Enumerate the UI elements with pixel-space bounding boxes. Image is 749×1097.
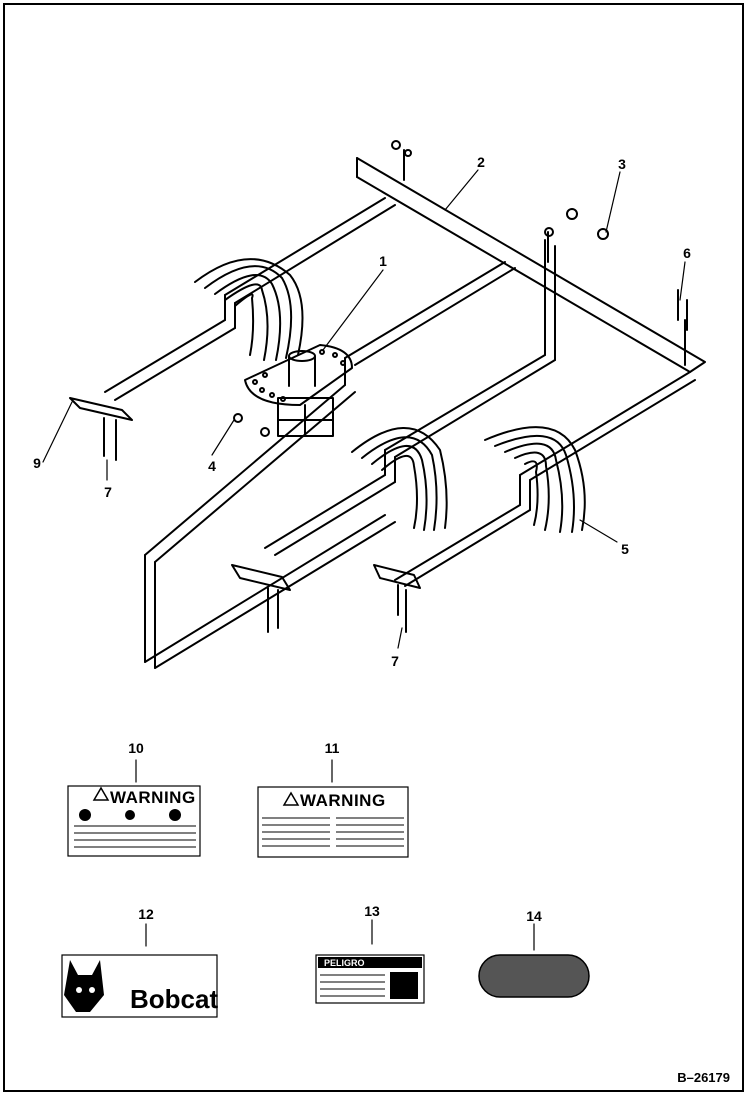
decal-13 — [315, 954, 425, 1004]
tine-bundle-right-part-5 — [484, 426, 586, 533]
left-rail-frame — [104, 197, 516, 401]
callout-13: 13 — [364, 903, 380, 919]
document-id: B–26179 — [677, 1070, 730, 1085]
swivel-mount-part-1 — [244, 344, 353, 437]
callout-12: 12 — [138, 906, 154, 922]
callout-2: 2 — [477, 154, 485, 170]
callout-3: 3 — [618, 156, 626, 172]
callout-4: 4 — [208, 458, 216, 474]
callout-7-right: 7 — [391, 653, 399, 669]
callout-numbers: 1 2 3 4 5 6 7 7 9 10 11 12 13 14 — [33, 154, 691, 924]
callout-11: 11 — [325, 740, 340, 756]
warning-label-10: WARNING — [110, 788, 196, 807]
decal-10 — [67, 785, 201, 857]
warning-label-11: WARNING — [300, 791, 386, 810]
clamp-plate-part-9 — [69, 397, 421, 591]
warning-triangle-icon — [282, 791, 300, 806]
callout-5: 5 — [621, 541, 629, 557]
peligro-label-13: PELIGRO — [324, 958, 365, 968]
bobcat-logo — [64, 960, 104, 1012]
crossbar-part-2 — [356, 157, 706, 373]
washer-icon — [233, 140, 609, 437]
decal-12 — [61, 954, 218, 1018]
callout-14: 14 — [526, 908, 542, 924]
leader-lines — [42, 169, 686, 951]
tine-bundle-center — [351, 427, 448, 531]
callout-6: 6 — [683, 245, 691, 261]
decal-11 — [257, 786, 409, 858]
callout-9: 9 — [33, 455, 41, 471]
callout-7-left: 7 — [104, 484, 112, 500]
callout-10: 10 — [128, 740, 144, 756]
page-border — [3, 3, 744, 1092]
tine-bundle-left — [194, 258, 304, 361]
warning-triangle-icon — [92, 786, 110, 801]
reflector-part-14 — [478, 954, 590, 998]
brand-label-12: Bobcat — [130, 984, 218, 1014]
bolt-icon — [103, 149, 688, 633]
callout-1: 1 — [379, 253, 387, 269]
